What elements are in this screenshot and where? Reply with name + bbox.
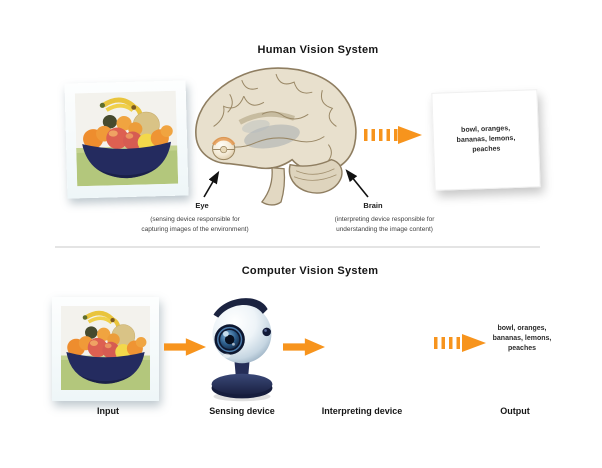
computer-output-line1: bowl, oranges, — [497, 325, 547, 332]
output-label: Output — [500, 406, 530, 416]
human-vision-section: Human Vision System Eye (sensing device … — [64, 44, 541, 235]
input-fruit-bowl-photo — [52, 297, 159, 401]
dashed-arrow-bars — [364, 129, 398, 141]
brain-label: Brain — [363, 201, 383, 210]
section-divider — [55, 246, 540, 248]
brain-caption-line1: (interpreting device responsible for — [334, 216, 435, 223]
brain-caption-line2: understanding the image content) — [336, 226, 433, 233]
fruit-bowl-photo — [64, 80, 189, 199]
human-dashed-arrow-icon — [364, 126, 422, 144]
human-output-text: bowl, oranges, bananas, lemons, peaches — [456, 124, 516, 156]
input-fruit-bowl-image — [52, 297, 159, 401]
human-section-title: Human Vision System — [257, 44, 379, 56]
dashed-arrow-head — [462, 334, 486, 352]
computer-vision-section: Computer Vision System — [0, 248, 602, 468]
eye-caption-line2: capturing images of the environment) — [141, 226, 249, 233]
brain-pointer-arrow-icon — [345, 169, 369, 198]
computer-section-title: Computer Vision System — [241, 265, 379, 277]
computer-output-text: bowl, oranges, bananas, lemons, peaches — [467, 324, 577, 354]
brain-caption: (interpreting device responsible for und… — [312, 215, 457, 235]
webcam-icon — [210, 297, 274, 403]
computer-output-line3: peaches — [507, 345, 537, 352]
human-output-line3: peaches — [472, 145, 501, 154]
eye-pointer-arrow-icon — [203, 170, 220, 198]
input-label: Input — [97, 406, 119, 416]
computer-dashed-arrow-icon — [434, 334, 486, 352]
eye-caption-line1: (sensing device responsible for — [150, 216, 240, 223]
sensing-to-interpreting-arrow-icon — [283, 338, 325, 356]
input-to-sensing-arrow-icon — [164, 338, 206, 356]
eye-caption: (sensing device responsible for capturin… — [120, 215, 270, 235]
dashed-arrow-head — [398, 126, 422, 144]
human-output-box: bowl, oranges, bananas, lemons, peaches — [431, 89, 541, 191]
fruit-bowl-photo-image — [65, 80, 189, 198]
computer-output-line2: bananas, lemons, — [492, 335, 552, 342]
interpreting-device-label: Interpreting device — [321, 406, 403, 416]
eye-label: Eye — [195, 201, 209, 210]
sensing-device-label: Sensing device — [209, 406, 275, 416]
dashed-arrow-bars — [434, 337, 462, 349]
